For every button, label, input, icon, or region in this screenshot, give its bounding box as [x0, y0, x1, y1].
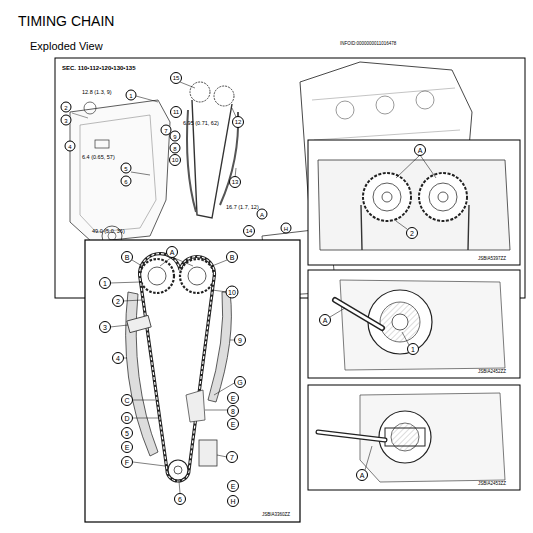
callout-number: 8	[227, 405, 239, 417]
callout-number: G	[234, 376, 246, 388]
text-label: Exploded View	[30, 41, 103, 52]
text-label: INFOID:0000000011016478	[340, 42, 396, 47]
callout-number: 12	[232, 116, 244, 128]
callout-number: E	[227, 392, 239, 404]
callout-number: 5	[121, 427, 133, 439]
callout-number: H	[281, 223, 292, 234]
callout-number: A	[166, 246, 178, 258]
text-label: 6.4 (0.65, 57)	[82, 155, 115, 161]
callout-number: 6	[121, 176, 132, 187]
callout-number: 8	[170, 143, 181, 154]
callout-number: A	[319, 314, 331, 326]
callout-number: E	[227, 480, 239, 492]
callout-number: 10	[169, 154, 181, 166]
text-label: JSBIA5397ZZ	[478, 257, 506, 262]
callout-number: 5	[121, 163, 132, 174]
callout-number: 1	[126, 90, 137, 101]
callout-number: F	[121, 456, 133, 468]
text-label: SEC. 110•112•120•130•135	[62, 65, 135, 71]
callout-number: 13	[229, 176, 241, 188]
callout-number: 2	[112, 295, 124, 307]
callout-number: 3	[99, 321, 111, 333]
callout-number: 9	[234, 334, 246, 346]
callout-number: E	[121, 441, 133, 453]
callout-number: A	[356, 469, 368, 481]
callout-number: C	[121, 394, 133, 406]
callout-number: B	[226, 251, 238, 263]
text-label: JSBIA2453ZZ	[478, 482, 506, 487]
callout-number: 1	[407, 343, 419, 355]
callout-number: 2	[61, 102, 72, 113]
callout-number: A	[257, 209, 268, 220]
callout-number: 11	[170, 106, 182, 118]
callout-number: 15	[170, 72, 182, 84]
text-label: 6.95 (0.71, 62)	[183, 121, 219, 127]
text-label: 16.7 (1.7, 12)	[226, 205, 259, 211]
callout-number: 9	[170, 131, 181, 142]
callout-number: E	[227, 418, 239, 430]
callout-number: 7	[226, 451, 238, 463]
callout-number: B	[121, 251, 133, 263]
callout-number: A	[414, 144, 426, 156]
callout-number: D	[121, 412, 133, 424]
text-label: 12.8 (1.3, 9)	[82, 90, 112, 96]
callout-number: H	[227, 495, 239, 507]
callout-number: 3	[61, 115, 72, 126]
callout-number: 10	[226, 286, 239, 299]
callout-number: 4	[65, 141, 76, 152]
text-label: JSBIA2452ZZ	[478, 370, 506, 375]
callout-number: 1	[99, 277, 111, 289]
text-label: 49.0 (5.0, 36)	[92, 229, 125, 235]
callout-number: 6	[174, 493, 186, 505]
callout-number: 14	[243, 225, 255, 237]
text-label: JSBIA3360ZZ	[262, 513, 290, 518]
page-title: TIMING CHAIN	[18, 14, 114, 28]
callout-number: 2	[406, 227, 418, 239]
callout-number: 4	[112, 352, 124, 364]
